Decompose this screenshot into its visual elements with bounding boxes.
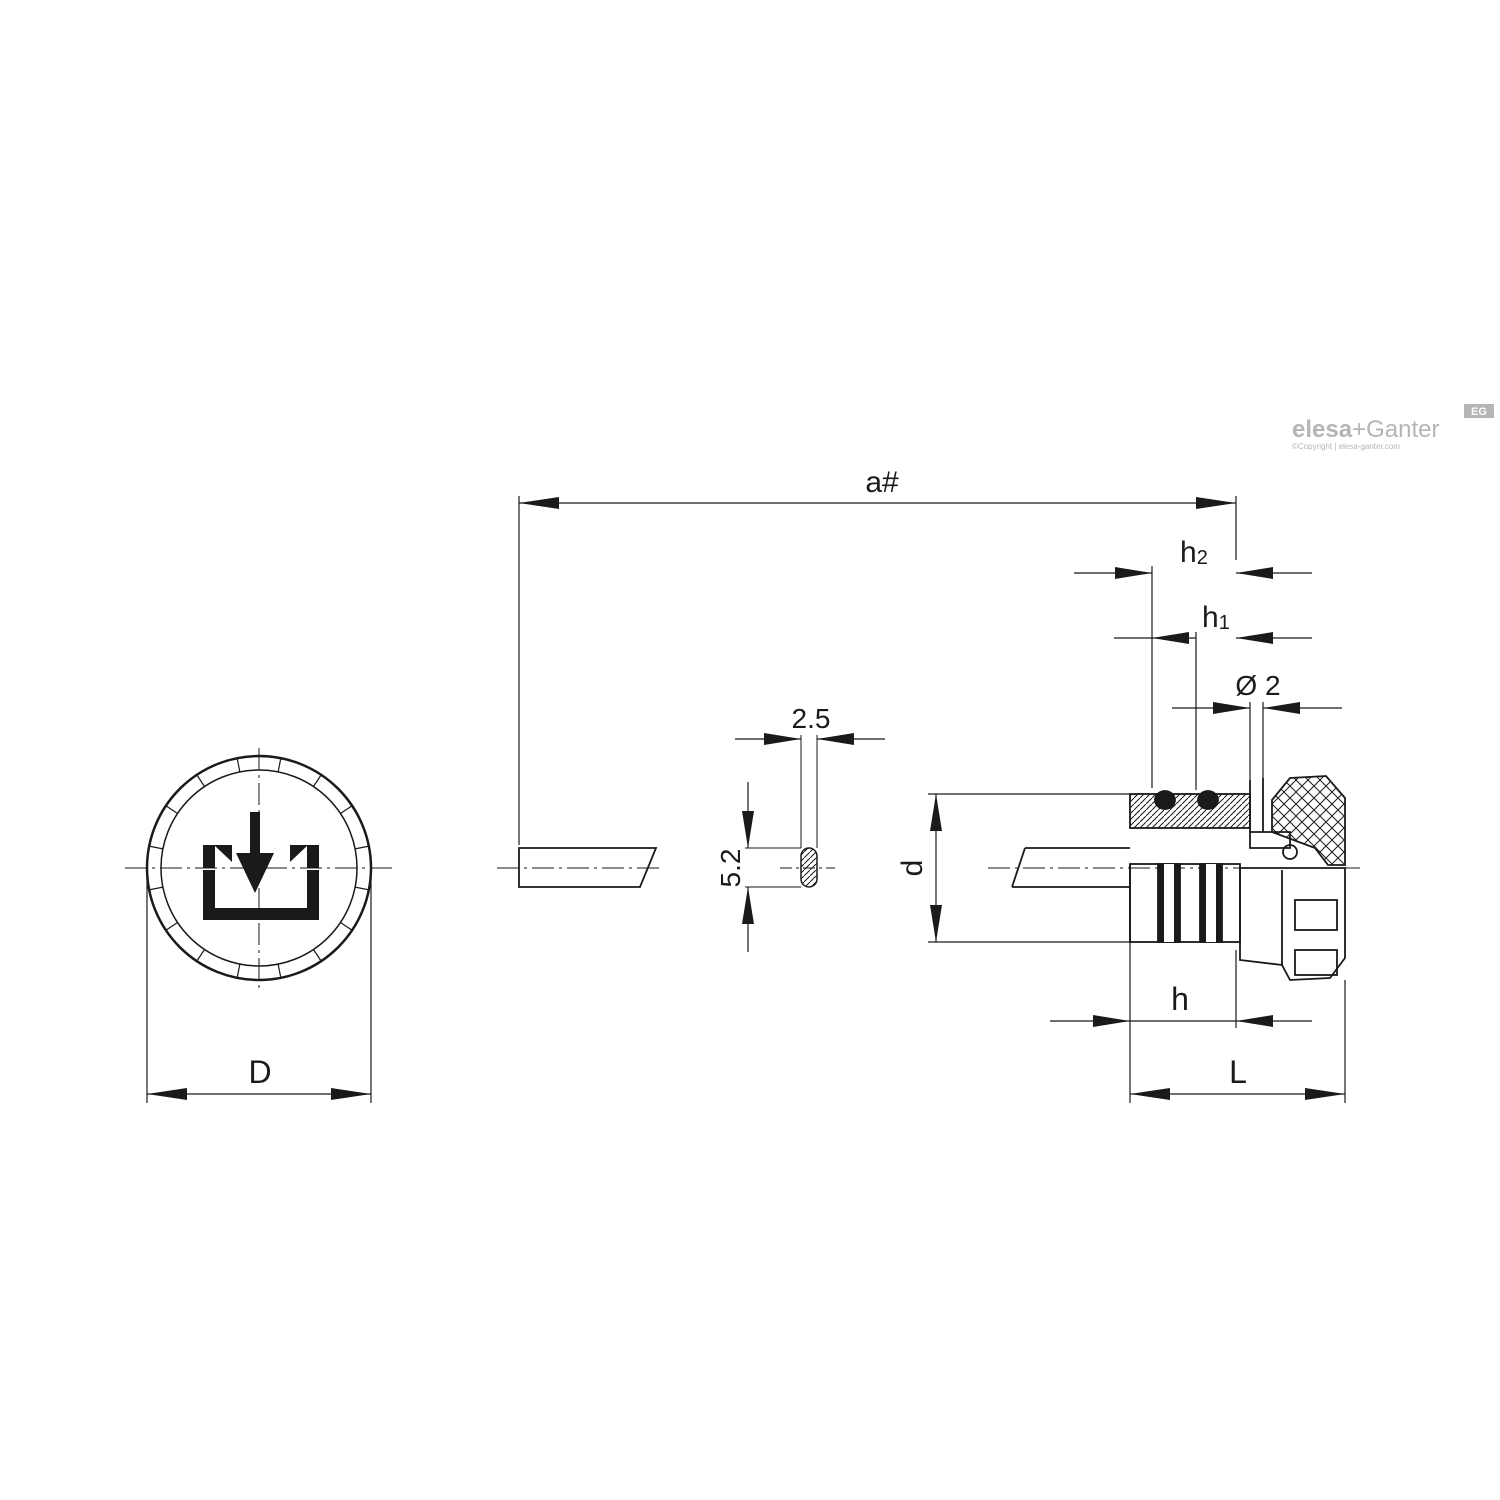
- oil-fill-symbol-icon: [203, 812, 319, 920]
- dipstick-stem: [1011, 847, 1130, 888]
- dimension-2-5: [735, 733, 885, 745]
- plug-body-lower: [1129, 863, 1241, 943]
- grip-notch: [340, 805, 353, 815]
- dimension-dia-2-label: Ø 2: [1235, 670, 1280, 701]
- logo-copyright: ©Copyright | elesa-ganter.com: [1292, 442, 1400, 451]
- cap-lower: [1239, 867, 1346, 981]
- dimension-a: [518, 496, 1237, 845]
- grip-notch: [165, 921, 178, 931]
- dimension-L: [1130, 980, 1346, 1103]
- dimension-h1: [1114, 632, 1312, 790]
- o-ring-1: [1154, 790, 1176, 810]
- grip-notch: [312, 774, 322, 787]
- dipstick-tip: [497, 847, 660, 888]
- dimension-5-2: [742, 782, 754, 952]
- grip-notch: [354, 886, 369, 891]
- grip-notch: [165, 805, 178, 815]
- dimension-L-label: L: [1229, 1054, 1247, 1090]
- side-view: [988, 775, 1362, 981]
- dimension-h1-label: h1: [1202, 601, 1230, 634]
- grip-notch: [312, 949, 322, 962]
- dimension-5-2-label: 5.2: [715, 849, 746, 888]
- dimension-dia-2: [1172, 702, 1342, 780]
- dimension-h-label: h: [1171, 981, 1189, 1017]
- dimension-h2-label: h2: [1180, 536, 1208, 569]
- elesa-ganter-logo: elesa+Ganter EG ©Copyright | elesa-gante…: [1292, 404, 1494, 451]
- grip-notch: [277, 758, 282, 773]
- dimension-D: [146, 868, 372, 1103]
- svg-text:EG: EG: [1471, 406, 1487, 418]
- grip-notch: [340, 921, 353, 931]
- o-ring-2: [1197, 790, 1219, 810]
- svg-text:elesa+Ganter: elesa+Ganter: [1292, 416, 1439, 443]
- grip-notch: [354, 845, 369, 850]
- plug-body-upper: [1129, 793, 1251, 829]
- grip-notch: [149, 886, 164, 891]
- grip-notches: [149, 758, 369, 978]
- dimension-D-label: D: [248, 1054, 271, 1090]
- grip-notch: [236, 963, 241, 978]
- grip-notch: [236, 758, 241, 773]
- dimension-2-5-label: 2.5: [792, 703, 831, 734]
- grip-notch: [149, 845, 164, 850]
- dimension-d: [928, 793, 1130, 943]
- dimension-h: [1050, 942, 1312, 1103]
- grip-notch: [196, 949, 206, 962]
- dimension-d-label: d: [896, 860, 929, 877]
- knurled-cap-section: [1271, 775, 1346, 866]
- grip-notch: [196, 774, 206, 787]
- dimension-a-label: a#: [865, 466, 899, 499]
- dimension-h2: [1074, 566, 1312, 788]
- grip-notch: [277, 963, 282, 978]
- strip-section: [745, 735, 835, 888]
